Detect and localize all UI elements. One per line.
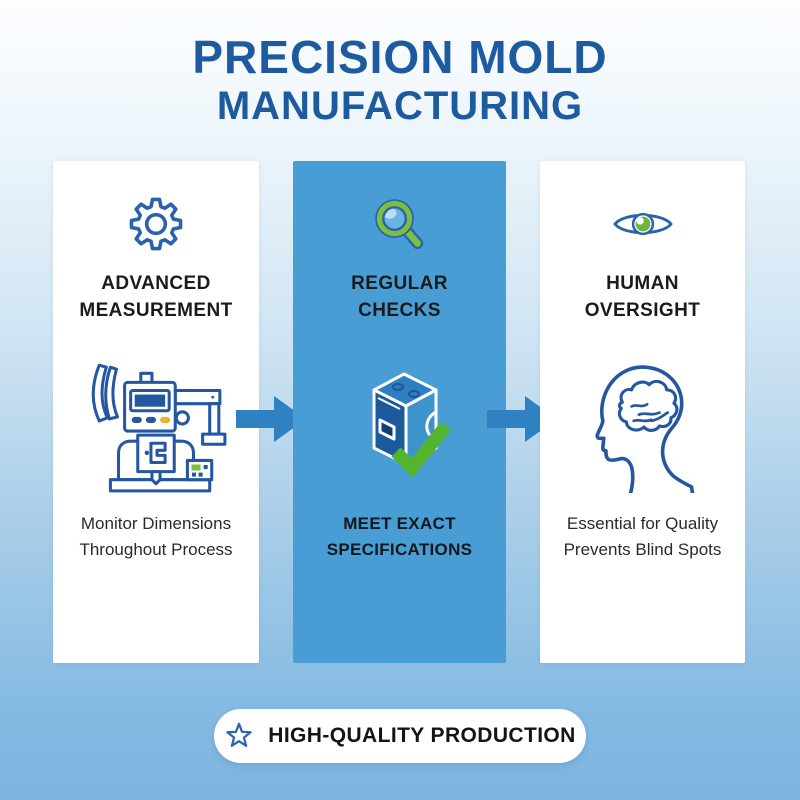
magnifier-icon — [293, 193, 506, 255]
caption-line2: Prevents Blind Spots — [563, 540, 722, 560]
title-line2: MANUFACTURING — [216, 83, 584, 128]
title-line1: PRECISION MOLD — [192, 31, 608, 83]
heading-line1: REGULAR — [351, 273, 448, 294]
heading-line2: CHECKS — [358, 299, 441, 321]
gear-icon — [53, 193, 259, 255]
heading-line1: ADVANCED — [101, 273, 211, 294]
panel-caption: Essential for Quality Prevents Blind Spo… — [540, 511, 745, 564]
caption-line2: SPECIFICATIONS — [326, 540, 473, 560]
panel-heading: HUMAN OVERSIGHT — [540, 271, 745, 325]
panel-heading: ADVANCED MEASUREMENT — [53, 271, 259, 325]
caption-line1: MEET EXACT — [343, 514, 456, 533]
caption-line2: Throughout Process — [79, 540, 233, 560]
panel-caption: MEET EXACT SPECIFICATIONS — [293, 511, 506, 564]
heading-line2: OVERSIGHT — [584, 299, 701, 321]
right-arrow-icon — [487, 396, 557, 442]
caption-line1: Essential for Quality — [566, 514, 719, 533]
eye-icon — [540, 193, 745, 255]
mold-checkmark-illustration — [293, 357, 506, 497]
page-title: PRECISION MOLD MANUFACTURING — [0, 31, 800, 128]
panel-advanced-measurement: ADVANCED MEASUREMENT — [53, 161, 259, 663]
caliper-cmm-illustration — [53, 357, 259, 497]
panel-regular-checks: REGULAR CHECKS MEET EXACT SPECIFICATIONS — [293, 161, 506, 663]
right-arrow-icon — [236, 396, 306, 442]
panel-human-oversight: HUMAN OVERSIGHT Essential for Quality Pr… — [540, 161, 745, 663]
head-brain-illustration — [540, 357, 745, 497]
star-icon — [224, 721, 254, 751]
heading-line1: HUMAN — [606, 273, 679, 294]
panel-heading: REGULAR CHECKS — [293, 271, 506, 325]
heading-line2: MEASUREMENT — [79, 299, 233, 321]
panel-caption: Monitor Dimensions Throughout Process — [53, 511, 259, 564]
footer-label: HIGH-QUALITY PRODUCTION — [268, 724, 576, 747]
footer-badge: HIGH-QUALITY PRODUCTION — [214, 709, 586, 763]
caption-line1: Monitor Dimensions — [80, 514, 232, 533]
